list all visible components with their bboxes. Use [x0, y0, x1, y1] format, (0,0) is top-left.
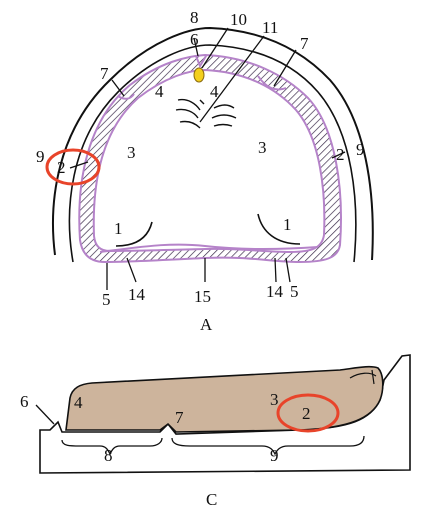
- palatal-rugae: [175, 98, 237, 129]
- label-2-c: 2: [302, 404, 311, 423]
- caption-c: C: [206, 490, 217, 509]
- label-14-right: 14: [266, 282, 284, 301]
- denture-border-hatched: [78, 53, 342, 264]
- label-4-left: 4: [155, 82, 164, 101]
- leader-lines-a: [69, 27, 346, 290]
- label-7-c: 7: [175, 408, 184, 427]
- label-15: 15: [194, 287, 211, 306]
- buccal-frenum-left: [117, 93, 135, 100]
- label-9-right: 9: [356, 140, 365, 159]
- posterior-detail: [349, 369, 377, 385]
- label-8-c: 8: [104, 446, 113, 465]
- right-tuberosity: [257, 213, 301, 245]
- buccal-frenum-right: [257, 75, 287, 91]
- label-3-left: 3: [127, 143, 136, 162]
- label-8: 8: [190, 8, 199, 27]
- figure-c: 6 4 7 3 2 8 9 C: [20, 354, 411, 509]
- label-7-right: 7: [300, 34, 309, 53]
- brace-9: [171, 435, 365, 456]
- label-14-left: 14: [128, 285, 146, 304]
- label-7-left: 7: [100, 64, 109, 83]
- label-2-left: 2: [57, 158, 66, 177]
- label-1-right: 1: [283, 215, 292, 234]
- posterior-border-line: [99, 243, 319, 253]
- left-tuberosity: [115, 221, 153, 247]
- label-6-a: 6: [190, 30, 199, 49]
- highlight-circle-c: [276, 393, 340, 433]
- label-5-left: 5: [102, 290, 111, 309]
- label-3-c: 3: [270, 390, 279, 409]
- label-5-right: 5: [290, 282, 299, 301]
- label-3-right: 3: [258, 138, 267, 157]
- label-9-c: 9: [270, 446, 279, 465]
- label-4-c: 4: [74, 393, 83, 412]
- label-2-right: 2: [336, 145, 345, 164]
- outer-arch-line: [52, 26, 374, 261]
- incisive-papilla: [193, 67, 205, 83]
- label-1-left: 1: [114, 219, 123, 238]
- label-9-left: 9: [36, 147, 45, 166]
- labial-frenum-notch: [195, 55, 207, 69]
- figure-a: 8 10 6 11 7 7 4 4 3 3 9 2 2 9 1 1 5 14 1…: [36, 8, 374, 334]
- leader-6-c: [35, 404, 55, 425]
- label-4-right: 4: [210, 82, 219, 101]
- brace-8: [61, 437, 163, 456]
- denture-section: [65, 365, 384, 433]
- caption-a: A: [200, 315, 213, 334]
- label-10: 10: [230, 10, 247, 29]
- label-11: 11: [262, 18, 278, 37]
- highlight-circle-a: [45, 148, 101, 186]
- label-6-c: 6: [20, 392, 29, 411]
